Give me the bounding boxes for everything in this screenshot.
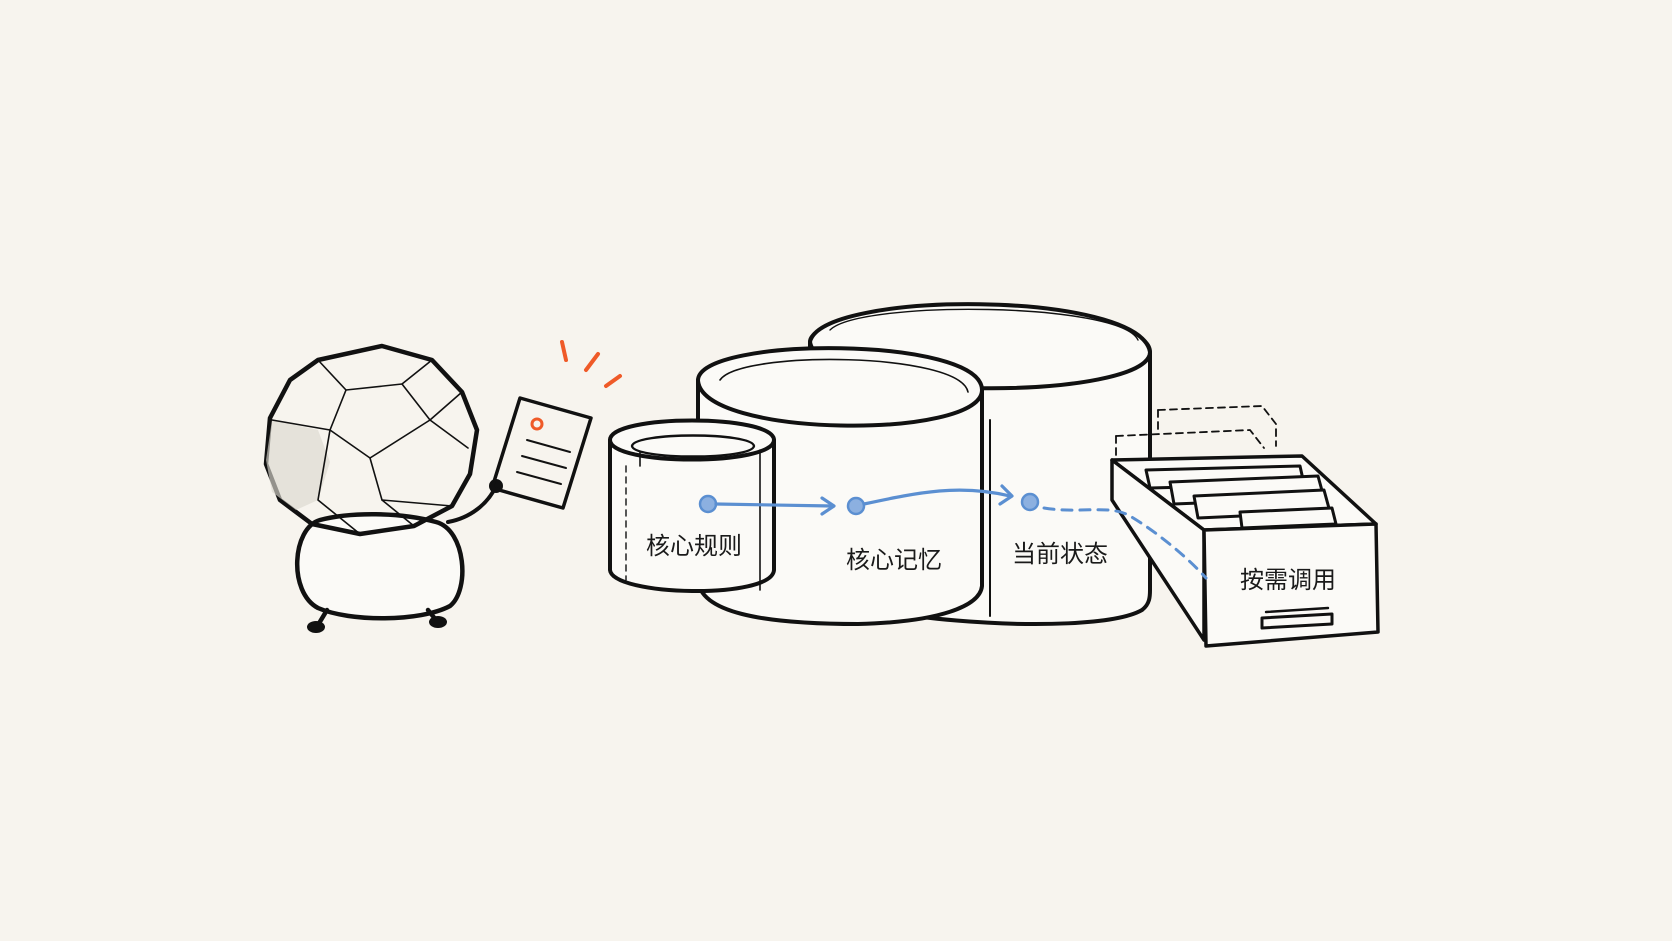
label-on-demand: 按需调用 xyxy=(1240,566,1336,594)
document-dot xyxy=(530,417,544,431)
label-core-memory: 核心记忆 xyxy=(846,546,942,574)
flow-node-core-memory xyxy=(846,496,866,516)
emphasis-marks xyxy=(560,340,622,388)
flow-arrow-rules-to-memory xyxy=(714,502,834,508)
rock-head-character xyxy=(263,343,503,633)
flow-path xyxy=(698,484,1208,580)
character-body xyxy=(295,511,465,621)
drawer-handle xyxy=(1260,612,1334,630)
label-core-rules: 核心规则 xyxy=(646,532,742,560)
flow-arrow-memory-to-state xyxy=(862,488,1012,506)
flow-node-core-rules xyxy=(698,494,718,514)
flow-node-current-state xyxy=(1020,492,1040,512)
file-drawer-icon xyxy=(1110,405,1380,648)
rock-head-shade xyxy=(266,420,330,510)
core-rules-cylinder xyxy=(608,418,776,594)
document-icon xyxy=(490,396,593,510)
character-right-foot xyxy=(429,616,447,628)
character-left-foot xyxy=(307,621,325,633)
label-current-state: 当前状态 xyxy=(1012,540,1108,568)
rock-facets xyxy=(271,359,469,535)
